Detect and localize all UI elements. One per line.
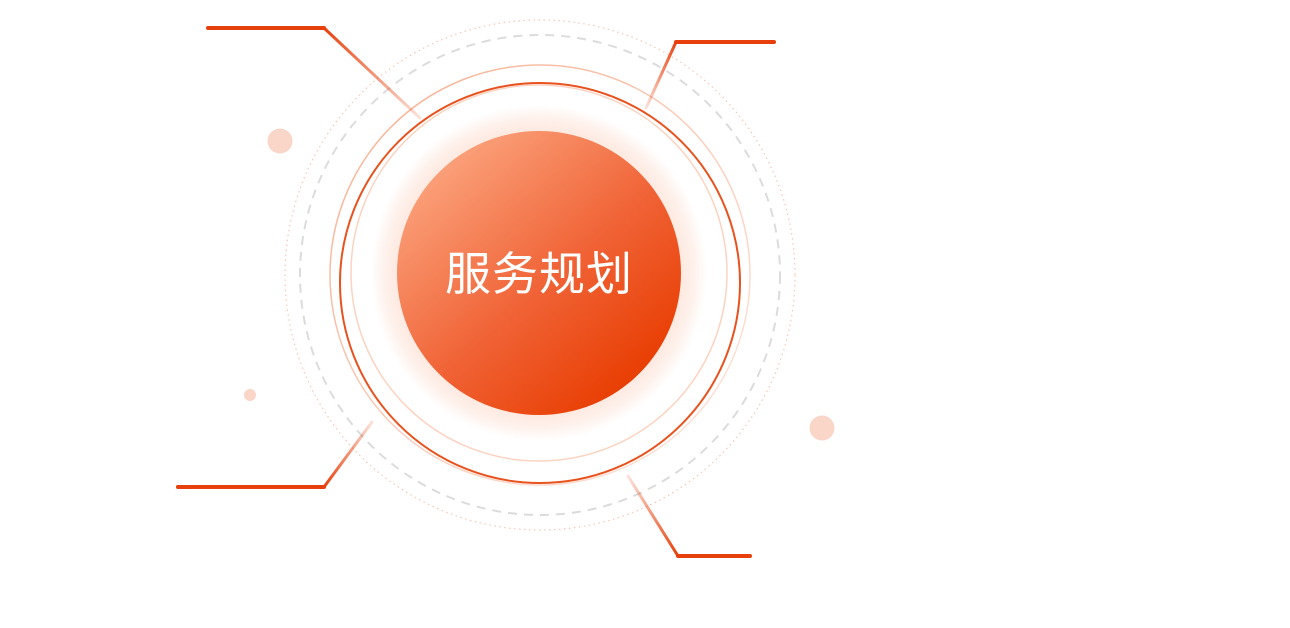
outer-dashed-ring: [299, 34, 781, 516]
outer-dotted-ring: [284, 19, 796, 531]
connector-top-left: [206, 17, 422, 120]
light-ring: [329, 64, 751, 486]
decor-dot-lower-right: [809, 415, 835, 441]
connector-bottom-right: [626, 474, 752, 568]
connector-top-right: [644, 40, 776, 110]
inner-soft-ring: [350, 84, 728, 462]
decor-dot-upper-left: [267, 128, 293, 154]
decor-dot-lower-left: [244, 389, 256, 401]
connector-bottom-left: [176, 420, 374, 522]
core-circle: [397, 131, 681, 415]
main-ring: [339, 82, 741, 484]
core-label: 服务规划: [445, 247, 633, 301]
